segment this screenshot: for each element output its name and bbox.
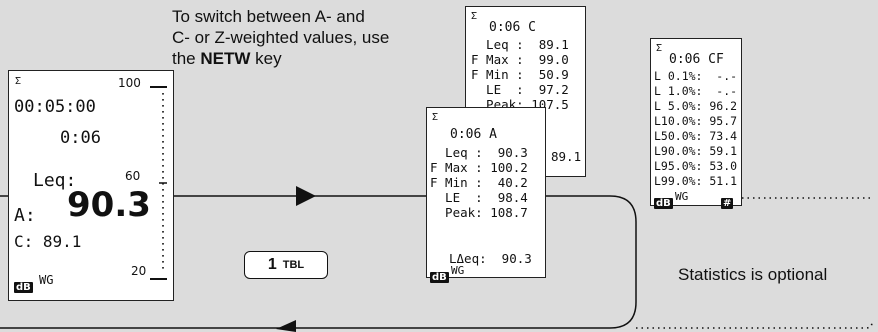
scale-top-label: 100	[118, 76, 141, 90]
sigma-icon: Σ	[15, 76, 22, 87]
unit-badge: dB	[654, 191, 673, 210]
interval-time: 0:06	[60, 128, 101, 148]
statistics-caption: Statistics is optional	[678, 265, 828, 284]
display-a-row-5: Peak: 108.7	[430, 205, 528, 220]
display-a-header: 0:06 A	[450, 127, 497, 142]
unit-badge: dB	[430, 265, 449, 284]
display-a-row-2: F Max : 100.2	[430, 160, 528, 175]
db-icon: dB	[14, 282, 33, 293]
display-c-partial-value: 89.1	[551, 149, 582, 164]
sigma-icon: Σ	[656, 43, 663, 54]
flow-arrow-left	[276, 320, 296, 332]
tbl-key-number: 1	[267, 256, 277, 273]
tbl-key-label: TBL	[282, 259, 305, 271]
display-a-ldeq: LΔeq: 90.3	[449, 251, 532, 266]
tbl-key-button[interactable]: 1 TBL	[244, 251, 328, 279]
a-weight-value: 90.3	[67, 185, 151, 225]
unit-badge: dB	[14, 275, 33, 294]
db-icon: dB	[430, 272, 449, 283]
metric-label: Leq:	[33, 170, 77, 191]
switch-caption-line-1: To switch between A- and	[172, 7, 365, 26]
scale-mid-label: 60	[125, 169, 141, 183]
display-a-mode: WG	[451, 264, 465, 277]
scale-bottom-label: 20	[131, 264, 147, 278]
display-a-row-4: LE : 98.4	[430, 190, 528, 205]
display-cf-row-3: L 5.0%: 96.2	[654, 99, 738, 113]
display-cf-mode: WG	[675, 190, 689, 203]
display-cf-row-2: L 1.0%: -.-	[654, 84, 738, 98]
switch-caption-line-2: C- or Z-weighted values, use	[172, 28, 390, 47]
flow-arrow-right	[296, 186, 316, 206]
display-cf-row-5: L50.0%: 73.4	[654, 129, 738, 143]
display-cf-row-4: L10.0%: 95.7	[654, 114, 738, 128]
switch-caption: To switch between A- and C- or Z-weighte…	[172, 6, 389, 69]
c-weight-value: C: 89.1	[14, 232, 82, 251]
display-cf-row-1: L 0.1%: -.-	[654, 69, 738, 83]
display-c-header: 0:06 C	[489, 20, 536, 35]
display-a-weighted: Σ 0:06 A Leq : 90.3 F Max : 100.2 F Min …	[426, 107, 546, 283]
display-c-row-2: F Max : 99.0	[471, 52, 569, 67]
hash-badge: #	[721, 191, 734, 210]
display-a-row-1: Leq : 90.3	[430, 145, 528, 160]
level-scale-icon	[150, 86, 167, 280]
flow-loop-path	[0, 195, 637, 329]
main-display: Σ 00:05:00 0:06 Leq: A: 90.3 C: 89.1 dB …	[8, 70, 174, 301]
display-cf-row-7: L95.0%: 53.0	[654, 159, 738, 173]
mode-label: WG	[39, 273, 54, 287]
elapsed-time: 00:05:00	[14, 97, 96, 117]
netw-key-name: NETW	[200, 49, 251, 68]
display-cf-header: 0:06 CF	[669, 52, 724, 67]
hash-icon: #	[721, 198, 734, 209]
switch-caption-line-3: the NETW key	[172, 49, 282, 68]
a-weight-label: A:	[14, 205, 36, 226]
display-statistics: Σ 0:06 CF L 0.1%: -.- L 1.0%: -.- L 5.0%…	[650, 38, 742, 209]
display-cf-row-6: L90.0%: 59.1	[654, 144, 738, 158]
display-c-row-3: F Min : 50.9	[471, 67, 569, 82]
display-a-row-3: F Min : 40.2	[430, 175, 528, 190]
sigma-icon: Σ	[432, 112, 439, 123]
sigma-icon: Σ	[471, 11, 478, 22]
display-cf-row-8: L99.0%: 51.1	[654, 174, 738, 188]
display-c-row-4: LE : 97.2	[471, 82, 569, 97]
stats-dotted-line-bottom	[636, 321, 873, 329]
display-c-row-1: Leq : 89.1	[471, 37, 569, 52]
db-icon: dB	[654, 198, 673, 209]
